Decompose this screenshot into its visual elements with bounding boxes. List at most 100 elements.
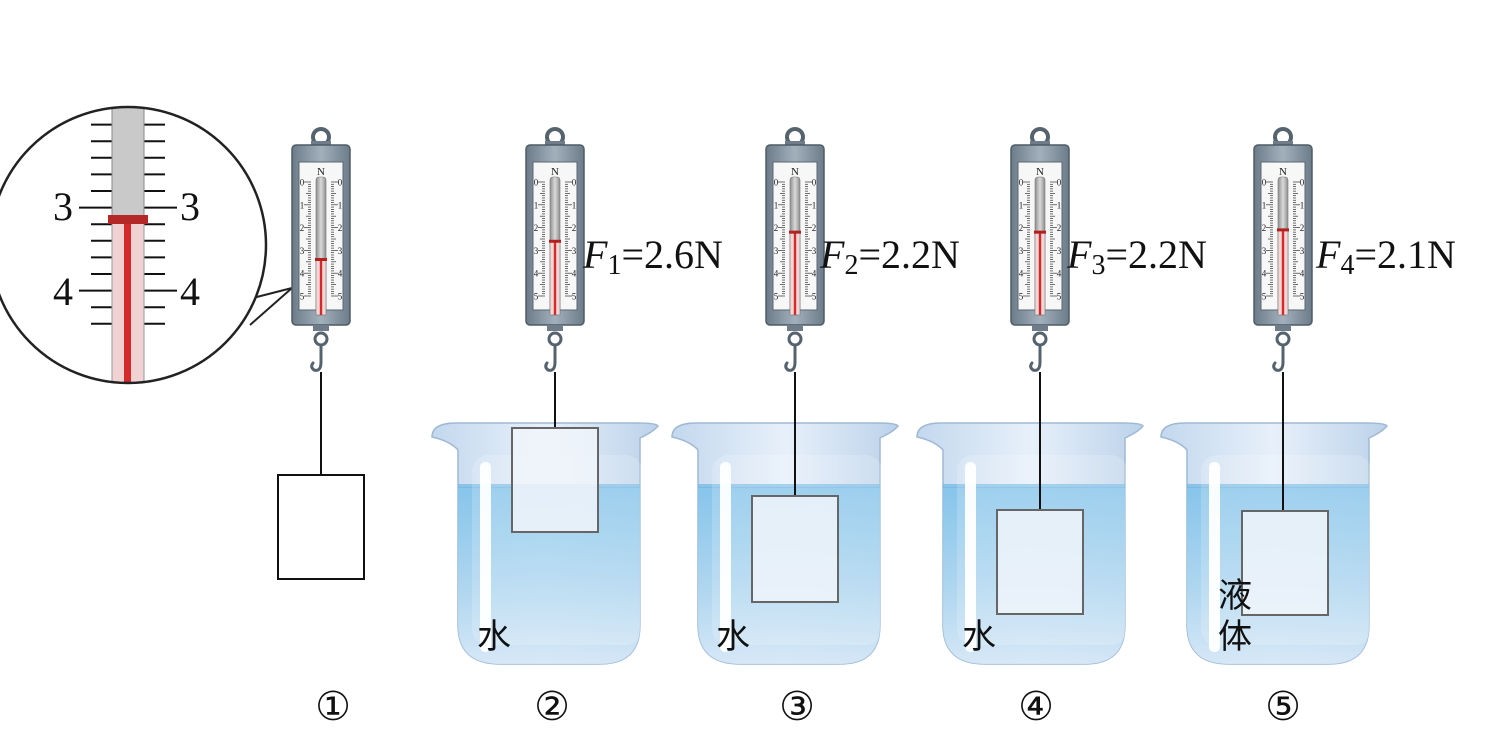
- unit-label: N: [1036, 166, 1044, 178]
- top-cap: [785, 141, 805, 147]
- hook-icon: [310, 343, 323, 372]
- bottom-ring-icon: [1032, 331, 1048, 347]
- bottom-cap: [313, 325, 329, 331]
- tick-label-right: 2: [338, 223, 343, 233]
- tick-label-right: 1: [572, 200, 577, 210]
- zoom-label-right-4: 4: [180, 269, 200, 314]
- step-marker: ③: [779, 684, 815, 729]
- zoom-label-right-3: 3: [180, 184, 200, 229]
- tick-label-left: 2: [534, 223, 539, 233]
- hook-icon: [1272, 343, 1285, 372]
- tick-label-right: 5: [1057, 292, 1062, 302]
- glass-streak: [480, 462, 491, 652]
- force-subscript: 2: [844, 250, 858, 281]
- tick-label-left: 4: [300, 269, 305, 279]
- indicator-rod: [319, 259, 323, 315]
- force-label: F3=2.2N: [1066, 232, 1207, 281]
- tick-label-left: 3: [300, 246, 305, 256]
- bottom-cap: [787, 325, 803, 331]
- tick-label-right: 1: [338, 200, 343, 210]
- tick-label-right: 4: [1057, 269, 1062, 279]
- force-value: =2.1N: [1354, 232, 1455, 277]
- tick-label-left: 5: [300, 292, 305, 302]
- tick-label-right: 0: [1057, 178, 1062, 188]
- tick-label-right: 5: [572, 292, 577, 302]
- block: [1241, 510, 1329, 616]
- tick-label-right: 0: [338, 178, 343, 188]
- tick-label-left: 4: [534, 269, 539, 279]
- step-marker: ②: [534, 684, 570, 729]
- bottom-ring-icon: [1275, 331, 1291, 347]
- tick-label-right: 0: [812, 178, 817, 188]
- tick-label-left: 5: [1262, 292, 1267, 302]
- tick-label-left: 1: [1019, 200, 1024, 210]
- force-value: =2.2N: [1105, 232, 1206, 277]
- top-cap: [1030, 141, 1050, 147]
- tick-label-left: 3: [1019, 246, 1024, 256]
- zoom-label-left-4: 4: [53, 269, 73, 314]
- tick-label-left: 0: [1019, 178, 1024, 188]
- tick-label-left: 5: [1019, 292, 1024, 302]
- tick-label-right: 5: [1300, 292, 1305, 302]
- tick-label-right: 3: [338, 246, 343, 256]
- tick-label-right: 2: [1300, 223, 1305, 233]
- tick-label-left: 2: [300, 223, 305, 233]
- tick-label-left: 5: [774, 292, 779, 302]
- force-value: =2.6N: [621, 232, 722, 277]
- force-symbol: F: [819, 232, 845, 277]
- water-surface: [943, 484, 1125, 488]
- force-label: F1=2.6N: [582, 232, 723, 281]
- indicator-pointer: [1277, 228, 1289, 232]
- tick-label-right: 3: [572, 246, 577, 256]
- step-marker: ①: [315, 684, 351, 729]
- block: [511, 427, 599, 533]
- top-cap: [1273, 141, 1293, 147]
- tick-label-left: 0: [300, 178, 305, 188]
- tick-label-right: 1: [1300, 200, 1305, 210]
- liquid-label-line1: 液: [1218, 576, 1252, 616]
- glass-streak: [720, 462, 731, 652]
- indicator-rod: [553, 241, 557, 315]
- tick-label-right: 0: [572, 178, 577, 188]
- top-cap: [545, 141, 565, 147]
- force-value: =2.2N: [858, 232, 959, 277]
- indicator-pointer: [789, 230, 801, 234]
- tick-label-right: 3: [1300, 246, 1305, 256]
- zoom-circle-border: [0, 105, 268, 385]
- bottom-ring-icon: [313, 331, 329, 347]
- unit-label: N: [551, 166, 559, 178]
- liquid-label: 水: [962, 617, 996, 657]
- force-subscript: 4: [1340, 250, 1354, 281]
- indicator-pointer: [1034, 230, 1046, 234]
- tick-label-right: 5: [338, 292, 343, 302]
- indicator-pointer: [549, 239, 561, 243]
- zoom-pointer: [108, 215, 148, 224]
- tick-label-right: 4: [1300, 269, 1305, 279]
- tick-label-right: 2: [1057, 223, 1062, 233]
- force-label: F4=2.1N: [1315, 232, 1456, 281]
- tick-label-right: 2: [572, 223, 577, 233]
- bottom-ring-icon: [547, 331, 563, 347]
- liquid-label-line2: 体: [1218, 617, 1252, 657]
- step-marker: ⑤: [1265, 684, 1301, 729]
- force-symbol: F: [1315, 232, 1341, 277]
- tick-label-right: 1: [1057, 200, 1062, 210]
- tick-label-left: 3: [774, 246, 779, 256]
- hook-icon: [544, 343, 557, 372]
- block: [996, 509, 1084, 615]
- tick-label-right: 2: [812, 223, 817, 233]
